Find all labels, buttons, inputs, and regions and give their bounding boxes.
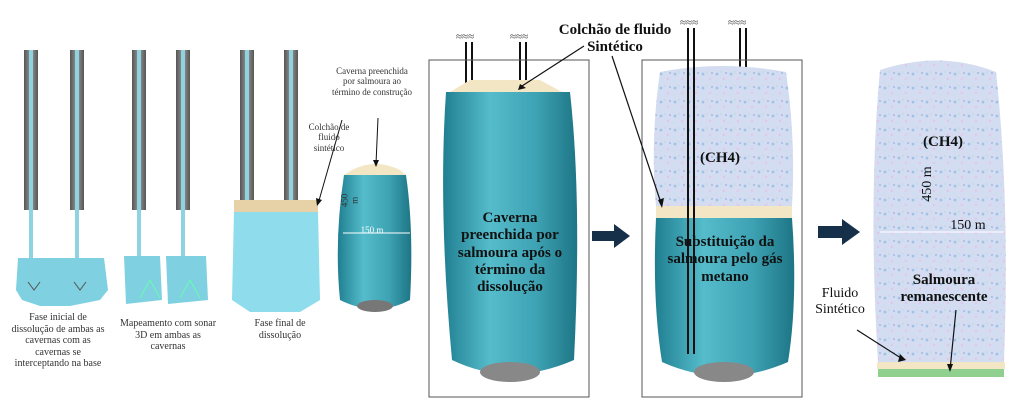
final-width-label: 150 m bbox=[950, 218, 986, 233]
left-cavern bbox=[443, 80, 578, 382]
right-cavern-text: Substituição da salmoura pelo gás metano bbox=[667, 234, 783, 285]
svg-text:≈≈≈: ≈≈≈ bbox=[456, 31, 474, 43]
left-cavern-text: Caverna preenchida por salmoura após o t… bbox=[457, 210, 563, 295]
small-height-label: 450 m bbox=[339, 193, 360, 208]
stage3-caption: Fase final de dissolução bbox=[254, 318, 306, 341]
stage2-diagram bbox=[124, 50, 208, 304]
svg-text:≈≈≈: ≈≈≈ bbox=[510, 31, 528, 43]
final-gas-label: (CH4) bbox=[923, 134, 963, 150]
final-height-label: 450 m bbox=[919, 166, 935, 202]
cushion-title: Colchão de fluido Sintético bbox=[558, 22, 672, 56]
right-gas-label: (CH4) bbox=[700, 150, 740, 166]
stage1-diagram bbox=[16, 50, 108, 306]
small-width-label: 150 m bbox=[360, 225, 384, 235]
synthetic-fluid-label: Fluido Sintético bbox=[815, 286, 865, 318]
stage2-caption: Mapeamento com sonar 3D em ambas as cave… bbox=[119, 318, 217, 352]
stage1-caption: Fase inicial de dissolução de ambas as c… bbox=[11, 312, 105, 369]
small-cavern bbox=[316, 117, 412, 312]
stage3-diagram bbox=[232, 50, 320, 312]
final-cavern bbox=[856, 60, 1006, 377]
arrow-right-2 bbox=[818, 219, 860, 245]
arrow-right-1 bbox=[592, 224, 630, 248]
brine-remaining-label: Salmoura remanescente bbox=[900, 272, 988, 306]
svg-text:≈≈≈: ≈≈≈ bbox=[728, 17, 746, 29]
filled-cavern-small-label: Caverna preenchida por salmoura ao térmi… bbox=[332, 66, 412, 97]
left-frame bbox=[428, 59, 590, 398]
right-cavern bbox=[653, 28, 795, 382]
svg-text:≈≈≈: ≈≈≈ bbox=[680, 17, 698, 29]
right-frame bbox=[641, 59, 803, 398]
cushion-small-label: Colchão de fluido sintético bbox=[308, 122, 350, 153]
